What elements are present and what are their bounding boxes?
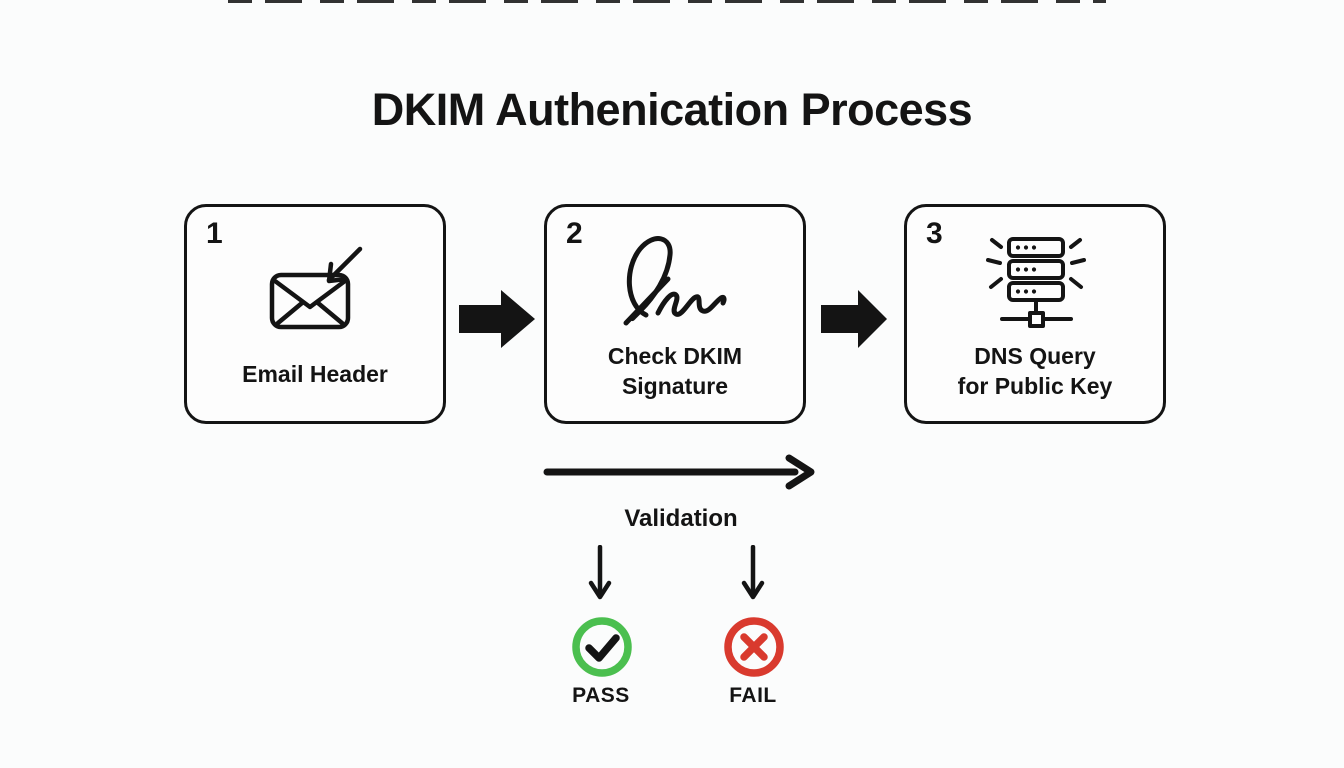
cropped-text-artifact [228,0,1106,3]
step-label: Email Header [242,361,388,387]
flow-arrow-icon [459,288,537,350]
check-circle-icon [571,616,633,678]
x-circle-icon [723,616,785,678]
step-label: Check DKIM Signature [607,343,743,399]
server-stack-icon [907,233,1163,335]
validation-label: Validation [624,505,738,532]
down-arrow-icon [588,545,612,605]
step-number: 1 [206,217,223,250]
step-box-check-signature: 2 Check DKIM Signature [544,204,806,424]
down-arrow-icon [741,545,765,605]
step-number: 2 [566,217,583,250]
validation-arrow-icon [543,452,819,492]
email-incoming-icon [187,243,443,335]
step-label: DNS Query for Public Key [957,343,1113,399]
flow-arrow-icon [821,288,889,350]
step-box-dns-query: 3 [904,204,1166,424]
step-box-email-header: 1 Email Header [184,204,446,424]
page-title: DKIM Authenication Process [371,84,973,135]
fail-label: FAIL [729,684,777,707]
step-number: 3 [926,217,943,250]
pass-label: PASS [572,684,630,707]
signature-icon [547,229,803,329]
